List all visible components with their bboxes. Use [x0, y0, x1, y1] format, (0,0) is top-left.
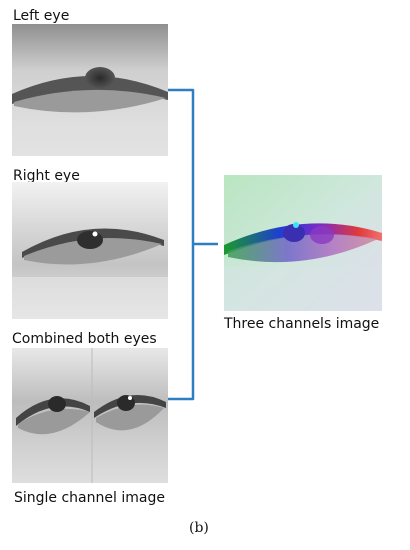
- left-eye-label: Left eye: [13, 8, 70, 24]
- right-eye-label: Right eye: [13, 168, 80, 184]
- combined-eyes-label: Combined both eyes: [12, 331, 157, 347]
- three-channels-label: Three channels image: [224, 316, 380, 332]
- three-channels-image: [224, 175, 382, 311]
- combined-eyes-image: [12, 348, 168, 483]
- subfigure-caption: (b): [189, 520, 209, 536]
- single-channel-label: Single channel image: [14, 490, 165, 506]
- right-eye-image: [12, 182, 168, 319]
- left-eye-image: [12, 24, 168, 156]
